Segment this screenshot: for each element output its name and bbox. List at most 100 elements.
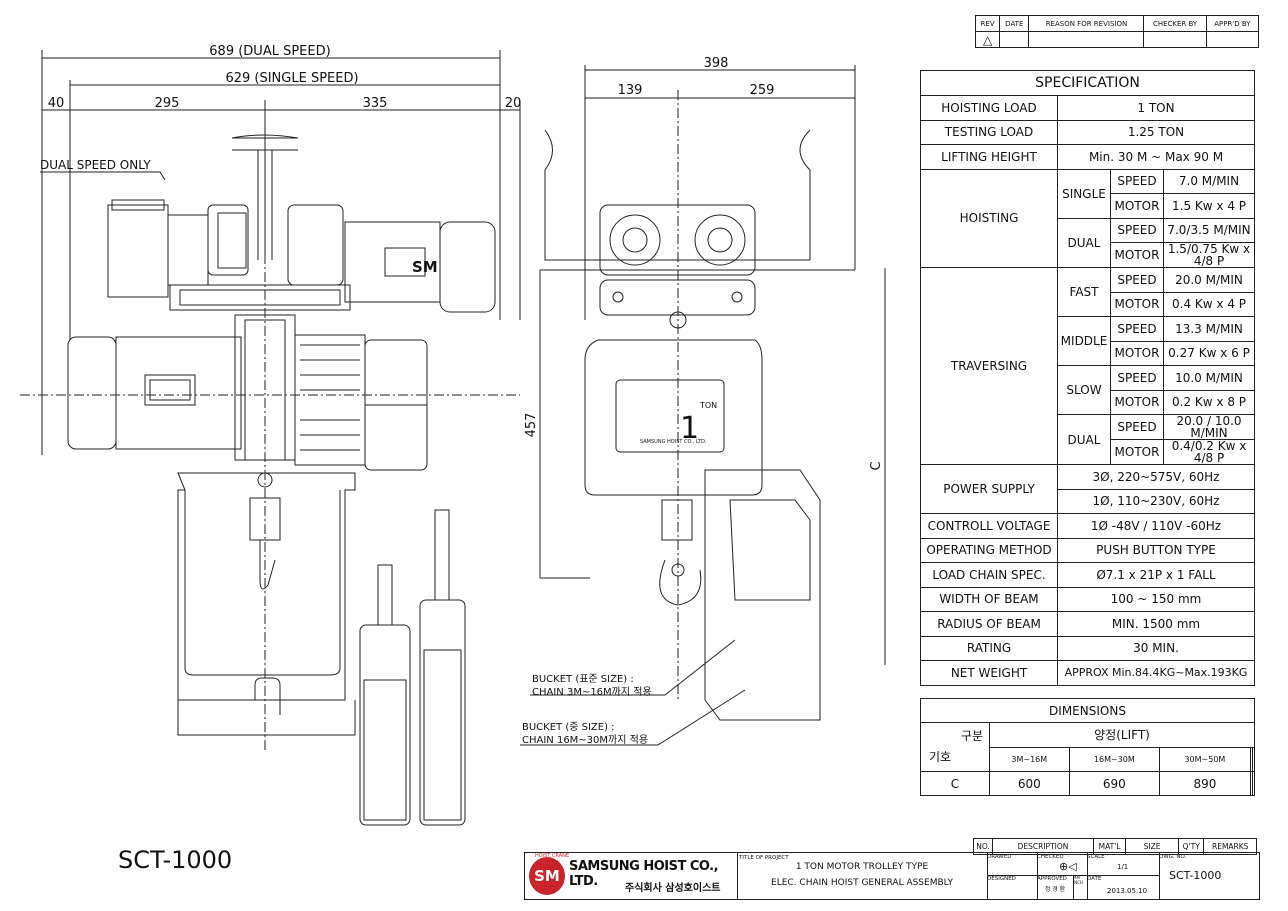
spec-value: 0.4/0.2 Kw x 4/8 P — [1163, 439, 1255, 465]
spec-speed: SPEED — [1110, 365, 1164, 391]
spec-motor: MOTOR — [1110, 340, 1164, 366]
spec-motor: MOTOR — [1110, 193, 1164, 219]
date-value: 2013.05.10 — [1107, 887, 1148, 895]
spec-middle: MIDDLE — [1057, 316, 1111, 366]
spec-value: 0.4 Kw x 4 P — [1163, 291, 1255, 317]
front-dimension-lines — [40, 50, 521, 455]
dim-dual-speed: 689 (DUAL SPEED) — [209, 44, 330, 59]
bom-table: NO. DESCRIPTION MAT'L SIZE Q'TY REMARKS — [973, 838, 1257, 855]
spec-value: 20.0 / 10.0 M/MIN — [1163, 414, 1255, 440]
spec-slow: SLOW — [1057, 365, 1111, 415]
spec-motor: MOTOR — [1110, 291, 1164, 317]
rev-checker — [1143, 31, 1207, 48]
sheet-border — [5, 7, 1281, 906]
spec-value: 100 ~ 150 mm — [1057, 586, 1255, 612]
side-view — [539, 65, 886, 721]
dim-139: 139 — [618, 83, 643, 98]
dims-title: DIMENSIONS — [920, 698, 1255, 723]
spec-value: 3Ø, 220~575V, 60Hz — [1057, 464, 1255, 490]
dims-col — [1251, 746, 1256, 772]
spec-speed: SPEED — [1110, 168, 1164, 194]
plate-maker: SAMSUNG HOIST CO., LTD. — [640, 439, 707, 445]
approved-cell: APPROVED 정 경 환 — [1037, 875, 1074, 899]
unit-cell: MM INCH — [1073, 875, 1088, 899]
model-label: SCT-1000 — [118, 846, 232, 874]
designed-cell: DESIGNED — [987, 875, 1038, 899]
dims-value — [1251, 771, 1256, 796]
spec-value: 1.5/0.75 Kw x 4/8 P — [1163, 242, 1255, 268]
spec-label: NET WEIGHT — [920, 660, 1058, 686]
rev-reason — [1028, 31, 1145, 48]
drawing-info: DRAWED CHECKED ⊕◁ SCALE 1/1 DWG. NO. SCT… — [987, 853, 1259, 899]
checked-label: CHECKED — [1037, 854, 1064, 860]
spec-label: HOISTING LOAD — [920, 95, 1058, 121]
dims-value: 600 — [989, 771, 1070, 796]
spec-value: 30 MIN. — [1057, 635, 1255, 661]
dual-speed-only-note: DUAL SPEED ONLY — [40, 158, 151, 172]
title-label: TITLE OF PROJECT — [739, 855, 789, 861]
dims-col: 16M~30M — [1068, 746, 1161, 772]
bucket-std-note: BUCKET (표준 SIZE) : — [532, 673, 634, 685]
spec-value: 1Ø, 110~230V, 60Hz — [1057, 488, 1255, 514]
company-name-kr: 주식회사 삼성호이스트 — [625, 883, 721, 894]
bucket-mid-leader — [520, 689, 746, 746]
pendant-controls — [359, 509, 466, 826]
sm-logo-front: SM — [412, 258, 438, 276]
title-block: SM HOIST CRANE SAMSUNG HOIST CO., LTD. 주… — [524, 852, 1260, 900]
bucket-std-note-2: CHAIN 3M~16M까지 적용 — [532, 686, 652, 698]
dims-lift: 양정(LIFT) — [989, 722, 1255, 748]
spec-value: 7.0/3.5 M/MIN — [1163, 217, 1255, 243]
spec-label: POWER SUPPLY — [920, 464, 1058, 514]
logo-arc-label: HOIST CRANE — [535, 853, 570, 859]
sm-logo: SM — [529, 857, 565, 895]
date-cell: DATE 2013.05.10 — [1087, 875, 1160, 899]
spec-traversing: TRAVERSING — [920, 267, 1058, 465]
front-view — [20, 110, 520, 750]
scale-label: SCALE — [1087, 854, 1105, 860]
spec-label: LIFTING HEIGHT — [920, 144, 1058, 170]
company-name-en: SAMSUNG HOIST CO., LTD. — [569, 859, 719, 889]
spec-label: TESTING LOAD — [920, 119, 1058, 145]
dims-value: 690 — [1068, 771, 1161, 796]
drawn-label: DRAWED — [987, 854, 1012, 860]
dim-295: 295 — [155, 96, 180, 111]
dwg-no-value: SCT-1000 — [1169, 869, 1222, 882]
dwg-no-cell: DWG. NO. SCT-1000 — [1159, 853, 1259, 899]
dim-c: C — [869, 461, 884, 470]
dwg-no-label: DWG. NO. — [1159, 854, 1187, 860]
spec-value: 1.25 TON — [1057, 119, 1255, 145]
spec-dual: DUAL — [1057, 217, 1111, 268]
dim-457: 457 — [524, 413, 539, 438]
spec-speed: SPEED — [1110, 217, 1164, 243]
plate-ton-value: 1 — [680, 411, 699, 446]
spec-speed: SPEED — [1110, 267, 1164, 293]
date-header: DATE — [999, 15, 1030, 32]
spec-value: 1Ø -48V / 110V -60Hz — [1057, 513, 1255, 539]
bucket-mid-note-2: CHAIN 16M~30M까지 적용 — [522, 734, 648, 746]
spec-dual: DUAL — [1057, 414, 1111, 465]
spec-value: 7.0 M/MIN — [1163, 168, 1255, 194]
spec-fast: FAST — [1057, 267, 1111, 317]
drawn-cell: DRAWED — [987, 853, 1038, 876]
project-title-area: TITLE OF PROJECT 1 TON MOTOR TROLLEY TYP… — [737, 853, 988, 899]
spec-title: SPECIFICATION — [920, 70, 1255, 96]
date-label: DATE — [1087, 876, 1102, 882]
spec-value: 10.0 M/MIN — [1163, 365, 1255, 391]
spec-motor: MOTOR — [1110, 389, 1164, 415]
bucket-mid-note: BUCKET (중 SIZE) : — [522, 721, 615, 733]
rev-mark: △ — [974, 31, 1001, 48]
dims-corner: 구분 기호 — [920, 722, 990, 772]
bucket-std-leader — [530, 639, 736, 696]
scale-value: 1/1 — [1117, 863, 1129, 871]
approved-label: APPROVED — [1037, 876, 1067, 882]
company-logo-area: SM HOIST CRANE SAMSUNG HOIST CO., LTD. 주… — [525, 853, 738, 899]
checker-header: CHECKER BY — [1143, 15, 1207, 32]
spec-speed: SPEED — [1110, 316, 1164, 342]
rev-header: REV — [974, 15, 1001, 32]
dim-single-speed: 629 (SINGLE SPEED) — [225, 71, 358, 86]
designed-label: DESIGNED — [987, 876, 1016, 882]
rev-date — [999, 31, 1030, 48]
spec-label: CONTROLL VOLTAGE — [920, 513, 1058, 539]
